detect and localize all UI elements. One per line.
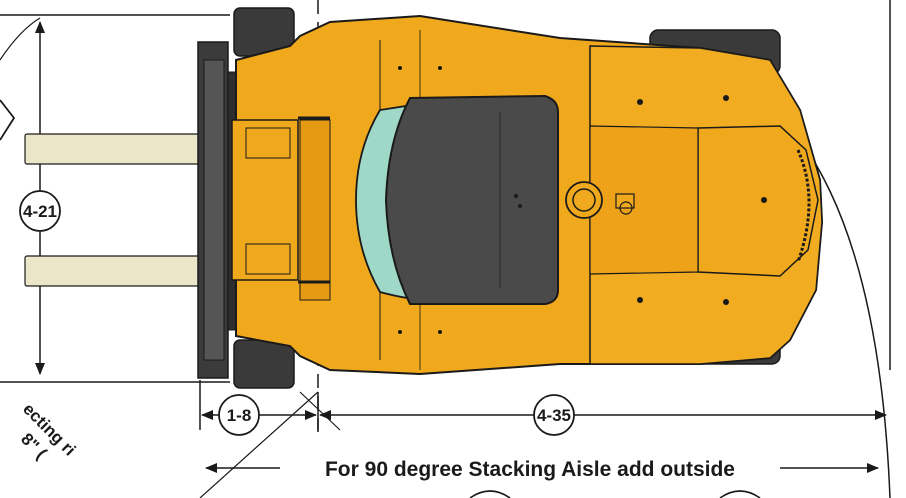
front-carriage [231,116,330,284]
turning-radius-label: 4-35 [537,406,571,425]
front-overhang-label: 1-8 [227,406,252,425]
bottom-callout-right [719,490,761,498]
overall-width-dimension: 4-21 [19,21,61,375]
turning-radius-arc [799,139,891,498]
bottom-callout-left [469,490,511,498]
bolts [398,66,767,334]
aisle-note: For 90 degree Stacking Aisle add outside [205,458,879,481]
overall-width-label: 4-21 [23,202,57,221]
outer-radius-arc [0,17,41,61]
aisle-note-text: For 90 degree Stacking Aisle add outside [325,458,735,481]
fuel-cap [565,181,635,219]
partial-callout-circle [0,99,16,141]
overhead-guard [384,94,559,305]
rear-grille [796,149,811,263]
horizontal-dimensions: 1-8 4-35 [199,380,887,498]
